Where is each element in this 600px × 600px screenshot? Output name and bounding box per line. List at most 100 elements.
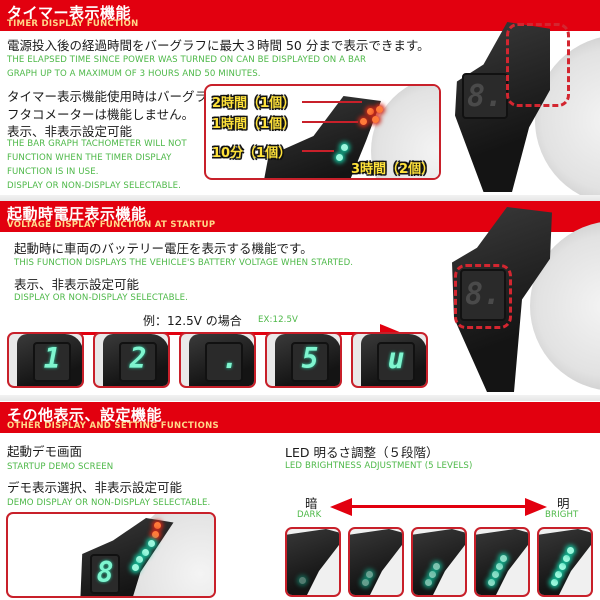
led-brightness-en: LED BRIGHTNESS ADJUSTMENT (5 LEVELS) <box>285 461 473 471</box>
lcd-digit: 8. <box>466 79 504 114</box>
timer-subtitle: TIMER DISPLAY FUNCTION <box>7 19 139 29</box>
step-digit: 1 <box>43 342 61 375</box>
timer-note-en-1: THE BAR GRAPH TACHOMETER WILL NOT <box>7 139 187 149</box>
voltage-title: 起動時電圧表示機能 <box>7 205 147 223</box>
demo-screen-frame: 8 <box>6 512 216 598</box>
level-led <box>500 555 507 562</box>
brightness-level-2 <box>348 527 404 597</box>
voltage-lcd: 8. <box>460 269 506 321</box>
brightness-arrow-right <box>525 498 547 516</box>
voltage-step-1: 1 <box>7 332 84 388</box>
demo-led-red-1 <box>154 522 161 529</box>
level-led <box>563 555 570 562</box>
demo-lcd <box>90 554 120 594</box>
timer-selectable-en: DISPLAY OR NON-DISPLAY SELECTABLE. <box>7 181 181 191</box>
level-led <box>551 579 558 586</box>
led-10m-a <box>341 144 348 151</box>
brightness-level-4 <box>474 527 530 597</box>
level-led <box>366 571 373 578</box>
label-1-hour: 1時間（1個） <box>212 117 296 132</box>
demo-led-green-4 <box>132 564 139 571</box>
voltage-selectable-jp: 表示、非表示設定可能 <box>14 277 140 292</box>
timer-section: タイマー表示機能 TIMER DISPLAY FUNCTION 8. 電源投入後… <box>0 0 600 205</box>
other-section: その他表示、設定機能 OTHER DISPLAY AND SETTING FUN… <box>0 402 600 600</box>
label-2-hours: 2時間（1個） <box>212 96 296 111</box>
level-housing <box>413 529 465 595</box>
led-1h <box>360 118 367 125</box>
level-led <box>433 563 440 570</box>
voltage-section: 起動時電圧表示機能 VOLTAGE DISPLAY FUNCTION AT ST… <box>0 201 600 395</box>
bright-label-en: BRIGHT <box>545 510 579 520</box>
demo-led-green-1 <box>148 540 155 547</box>
level-led <box>567 547 574 554</box>
voltage-step-3: . <box>179 332 256 388</box>
demo-select-jp: デモ表示選択、非表示設定可能 <box>7 480 183 495</box>
bar-graph-highlight <box>506 23 570 107</box>
timer-note-jp-2: フタコメーターは機能しません。 <box>7 107 195 122</box>
label-3-hours: 3時間（2個） <box>351 162 435 177</box>
led-3h-b <box>372 116 379 123</box>
timer-desc-en-2: GRAPH UP TO A MAXIMUM OF 3 HOURS AND 50 … <box>7 69 261 79</box>
level-housing <box>287 529 339 595</box>
timer-title: タイマー表示機能 <box>7 4 132 22</box>
level-led <box>299 577 306 584</box>
timer-desc-en-1: THE ELAPSED TIME SINCE POWER WAS TURNED … <box>7 55 367 65</box>
leader-10m <box>302 150 334 152</box>
other-title: その他表示、設定機能 <box>7 406 163 424</box>
brightness-level-3 <box>411 527 467 597</box>
step-lcd <box>291 342 329 382</box>
led-3h-a <box>376 106 383 113</box>
step-lcd <box>119 342 157 382</box>
step-lcd <box>33 342 71 382</box>
level-led <box>488 579 495 586</box>
dark-label-jp: 暗 <box>305 496 318 511</box>
step-digit: 5 <box>301 342 319 375</box>
brightness-arrow-left <box>330 498 352 516</box>
dark-label-en: DARK <box>297 510 322 520</box>
demo-led-green-2 <box>142 549 149 556</box>
brightness-level-1 <box>285 527 341 597</box>
level-led <box>555 571 562 578</box>
step-digit: u <box>387 342 405 375</box>
level-housing <box>539 529 591 595</box>
leader-2h <box>302 101 362 103</box>
voltage-lcd-highlight <box>454 264 512 329</box>
level-led <box>559 563 566 570</box>
voltage-subtitle: VOLTAGE DISPLAY FUNCTION AT STARTUP <box>7 220 216 230</box>
led-2h <box>367 108 374 115</box>
example-label-en: EX:12.5V <box>258 315 299 325</box>
level-led <box>362 579 369 586</box>
demo-digit: 8 <box>96 556 114 589</box>
section-divider <box>0 395 600 401</box>
step-lcd <box>377 342 415 382</box>
level-housing <box>476 529 528 595</box>
timer-selectable-jp: 表示、非表示設定可能 <box>7 124 133 139</box>
voltage-step-4: 5 <box>265 332 342 388</box>
step-digit: 2 <box>129 342 147 375</box>
voltage-desc-jp: 起動時に車両のバッテリー電圧を表示する機能です。 <box>14 241 313 256</box>
demo-led-red-2 <box>152 531 159 538</box>
led-brightness-jp: LED 明るさ調整（５段階） <box>285 445 439 460</box>
timer-callout-diagram: 2時間（1個） 1時間（1個） 10分（1個） 3時間（2個） <box>204 84 441 180</box>
brightness-level-5 <box>537 527 593 597</box>
example-label-jp: 例：12.5V の場合 <box>143 314 242 328</box>
timer-note-en-3: FUNCTION IS IN USE. <box>7 167 99 177</box>
voltage-step-5: u <box>351 332 428 388</box>
section-divider <box>0 195 600 201</box>
label-10-minutes: 10分（1個） <box>212 146 292 161</box>
other-subtitle: OTHER DISPLAY AND SETTING FUNCTIONS <box>7 421 219 431</box>
step-digit: . <box>221 342 239 375</box>
seven-segment-display: 8. <box>462 73 508 119</box>
timer-header-band: タイマー表示機能 TIMER DISPLAY FUNCTION <box>0 0 600 31</box>
voltage-lcd-digit: 8. <box>464 277 502 312</box>
demo-title-en: STARTUP DEMO SCREEN <box>7 462 114 472</box>
other-header-band: その他表示、設定機能 OTHER DISPLAY AND SETTING FUN… <box>0 402 600 433</box>
voltage-selectable-en: DISPLAY OR NON-DISPLAY SELECTABLE. <box>14 293 188 303</box>
level-led <box>429 571 436 578</box>
demo-led-green-3 <box>136 556 143 563</box>
level-led <box>492 571 499 578</box>
timer-note-jp-1: タイマー表示機能使用時はバーグラ <box>7 89 208 104</box>
step-lcd <box>205 342 243 382</box>
leader-1h <box>302 121 358 123</box>
level-led <box>425 579 432 586</box>
